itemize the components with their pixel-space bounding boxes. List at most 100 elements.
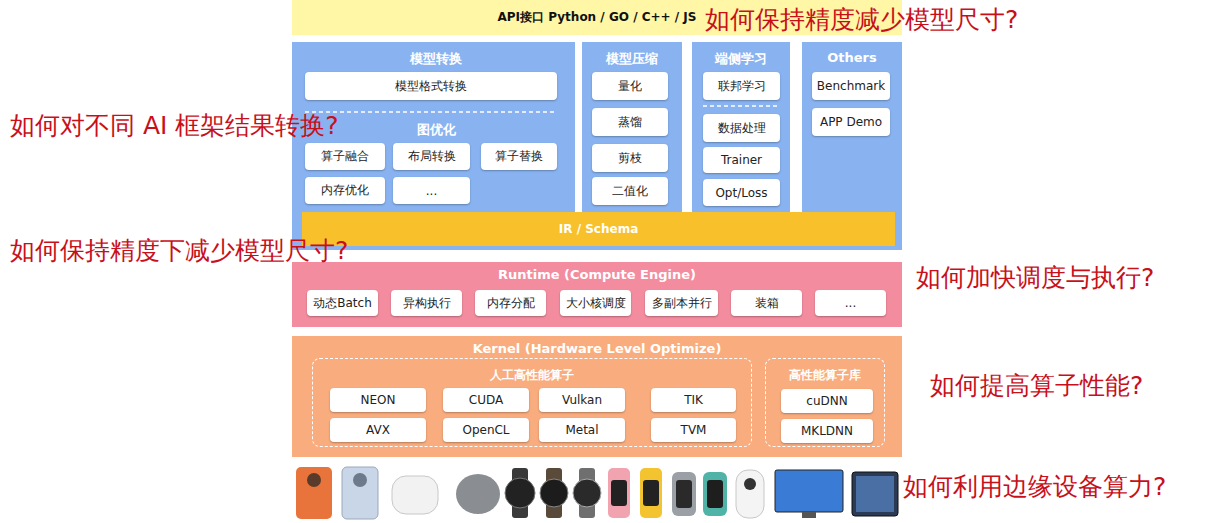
phone-camera [307,473,321,487]
module-box: 蒸馏 [592,108,668,136]
watch-device [703,472,727,516]
module-box: 多副本并行 [645,290,718,316]
group-heading: 人工高性能算子 [313,367,751,384]
dashed-divider [703,105,780,107]
module-box: 量化 [592,72,668,100]
phone-device [296,467,332,519]
module-box: 内存分配 [475,290,546,316]
earbuds-case [392,476,438,514]
box-label: API接口 Python / GO / C++ / JS [498,9,697,26]
box-label: 动态Batch [313,295,372,312]
module-box: 布局转换 [393,143,470,170]
group-heading: 模型压缩 [582,50,682,68]
box-label: 量化 [618,78,642,95]
watch-screen [707,480,723,508]
watch-screen [676,480,692,508]
question-callout: 如何利用边缘设备算力? [903,472,1166,502]
group-heading: Kernel (Hardware Level Optimize) [292,341,902,356]
group-panel: 联邦学习数据处理 TrainerOpt/Loss 端侧学习 [692,45,790,210]
box-label: 联邦学习 [718,78,766,95]
box-label: Benchmark [817,79,885,93]
module-box: 联邦学习 [703,72,780,100]
camera-lens [744,478,756,490]
module-box: 二值化 [592,177,668,205]
module-box: cuDNN [781,389,873,413]
question-callout: 如何保持精度下减少模型尺寸? [10,236,348,266]
box-label: 剪枝 [618,150,642,167]
group-panel: BenchmarkAPP Demo Others [802,45,902,210]
box-label: IR / Schema [559,222,638,236]
module-box: TIK [651,388,736,412]
box-label: 内存优化 [321,182,369,199]
box-label: ... [845,296,856,310]
watch-device [540,479,568,507]
tablet-device [852,472,898,516]
watch-device [505,478,535,508]
watch-device [672,472,696,516]
group-panel: NEON AVX CUDA OpenCL VulkanMetal TIK TVM 人工高性能算… [312,358,752,447]
box-label: TIK [684,393,703,407]
module-box: 数据处理 [703,114,780,142]
module-box: 剪枝 [592,144,668,172]
box-label: OpenCL [462,423,509,437]
box-label: 算子替换 [495,148,543,165]
column-gap [575,42,582,212]
group-heading: 模型转换 [297,50,575,68]
question-callout: 如何提高算子性能? [930,371,1143,401]
box-label: NEON [361,393,396,407]
band-device [608,468,630,518]
module-box: 大小核调度 [560,290,631,316]
module-box: ... [815,290,886,316]
module-box: 算子替换 [481,143,557,170]
module-box: Vulkan [539,388,625,412]
module-box: 模型格式转换 [305,72,557,100]
screen-stand [802,512,816,518]
group-panel: cuDNN MKLDNN 高性能算子库 [765,358,885,447]
module-box: MKLDNN [781,419,873,443]
box-label: TVM [681,423,707,437]
group-panel: 动态Batch异构执行内存分配大小核调度多副本并行装箱...Runtime (C… [292,262,902,327]
question-callout: 如何对不同 AI 框架结果转换? [10,111,339,141]
question-callout: 如何保持精度减少模型尺寸? [705,5,1018,35]
module-box: ... [393,177,470,204]
box-label: 装箱 [755,295,779,312]
watch-device [573,479,601,507]
box-label: APP Demo [820,115,882,129]
module-box: IR / Schema [302,212,895,246]
phone-camera [353,473,367,487]
module-box: 算子融合 [305,143,385,170]
band-screen [643,480,659,506]
module-box: Opt/Loss [703,179,780,206]
phone-device [342,467,378,519]
module-box: 装箱 [731,290,802,316]
group-heading: Others [802,50,902,65]
screen-device [775,470,843,512]
device-row [296,467,898,519]
box-label: Vulkan [562,393,602,407]
box-label: Opt/Loss [715,186,767,200]
group-panel: 量化蒸馏剪枝二值化 模型压缩 [582,45,682,210]
box-label: Metal [565,423,598,437]
box-label: 模型格式转换 [395,78,467,95]
box-label: CUDA [469,393,503,407]
dashed-divider [305,111,557,113]
group-heading: 端侧学习 [692,50,790,68]
box-label: 二值化 [612,183,648,200]
tablet-screen [856,476,894,512]
question-callout: 如何加快调度与执行? [916,263,1154,293]
box-label: 数据处理 [718,120,766,137]
column-gap [790,42,802,212]
box-label: cuDNN [806,394,847,408]
box-label: 布局转换 [408,148,456,165]
group-heading: 图优化 [297,121,575,139]
group-panel: 模型格式转换算子融合 布局转换 算子替换内存优化... 模型转换图优化 [297,45,575,210]
box-label: AVX [366,423,390,437]
module-box: 异构执行 [391,290,462,316]
group-heading: 高性能算子库 [766,367,884,384]
earbuds-case [456,474,500,514]
module-box: 动态Batch [307,290,378,316]
module-box: Trainer [703,147,780,173]
box-label: Trainer [721,153,762,167]
box-label: 内存分配 [487,295,535,312]
camera-device [736,470,764,518]
